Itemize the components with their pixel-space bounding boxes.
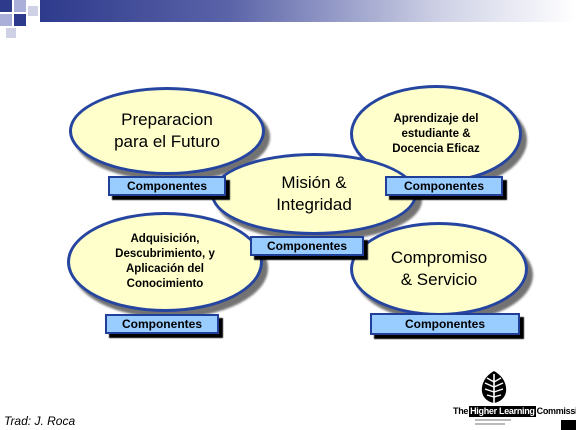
- components-learning: Componentes: [385, 176, 503, 196]
- oval-knowledge-line2: Descubrimiento, y: [115, 248, 215, 260]
- oval-knowledge-line3: Aplicación del: [126, 263, 204, 275]
- oval-service-line1: Compromiso: [390, 248, 488, 267]
- components-future: Componentes: [108, 176, 226, 196]
- oval-future-line2: para el Futuro: [114, 132, 220, 151]
- logo-text-the: The: [453, 406, 469, 416]
- translator-credit: Trad: J. Roca: [4, 414, 76, 428]
- logo-subtext-line2: [475, 423, 505, 425]
- components-mission: Componentes: [250, 236, 364, 256]
- oval-learning-line1: Aprendizaje del: [393, 112, 479, 125]
- oval-future: Preparacion para el Futuro: [69, 87, 265, 175]
- oval-learning-line2: estudiante &: [401, 127, 471, 140]
- oval-mission-line2: Integridad: [276, 195, 352, 214]
- oval-service-line2: & Servicio: [400, 270, 478, 289]
- oval-service: Compromiso & Servicio: [350, 222, 528, 316]
- logo-text-hlc: Higher Learning: [469, 406, 536, 417]
- oval-mission-line1: Misión &: [281, 173, 347, 192]
- header-gradient-bar: [40, 0, 576, 22]
- oval-knowledge-line1: Adquisición,: [130, 233, 200, 245]
- corner-decoration: [0, 0, 40, 40]
- components-knowledge: Componentes: [105, 314, 219, 334]
- logo-badge: [561, 420, 576, 430]
- leaf-icon: [481, 371, 507, 405]
- logo-subtext-line1: [475, 419, 511, 421]
- logo-wordmark: The Higher Learning Commission: [453, 406, 576, 417]
- logo-text-commission: Commission: [536, 406, 576, 416]
- oval-knowledge-line4: Conocimiento: [126, 278, 204, 290]
- oval-knowledge: Adquisición, Descubrimiento, y Aplicació…: [67, 212, 263, 312]
- oval-future-line1: Preparacion: [121, 110, 213, 129]
- hlc-logo: The Higher Learning Commission: [453, 370, 576, 430]
- components-service: Componentes: [370, 313, 520, 335]
- oval-learning-line3: Docencia Eficaz: [392, 142, 480, 155]
